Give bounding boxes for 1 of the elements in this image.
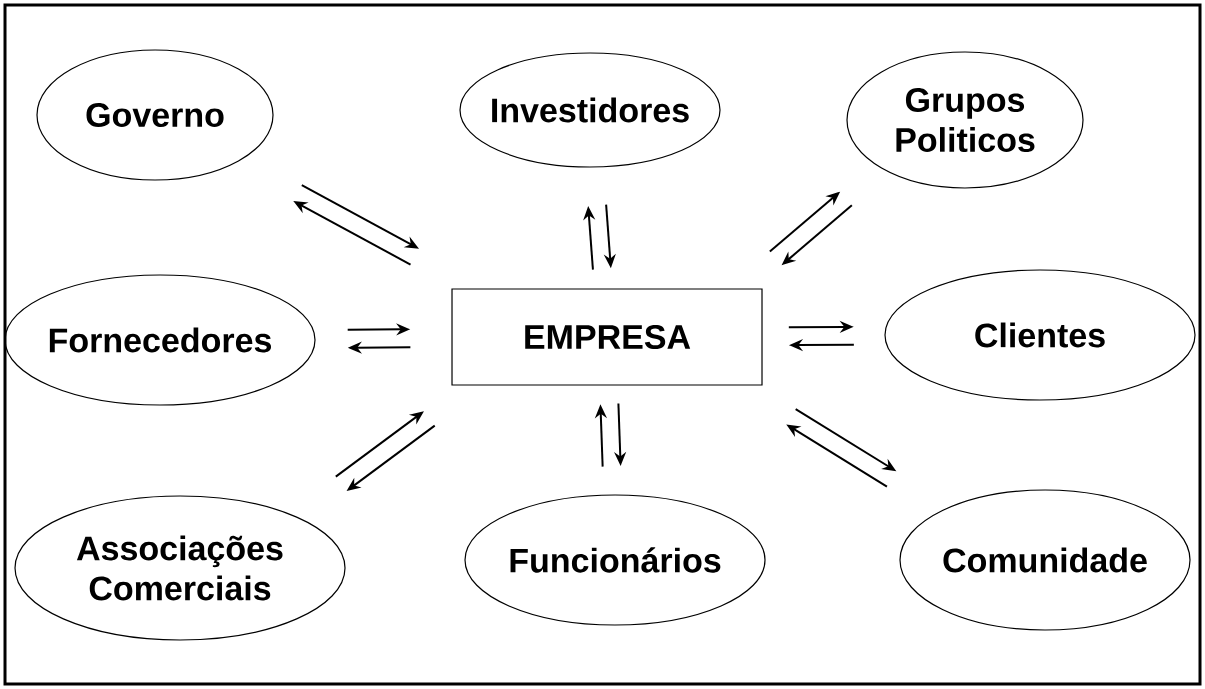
company-box: EMPRESA bbox=[451, 288, 763, 386]
